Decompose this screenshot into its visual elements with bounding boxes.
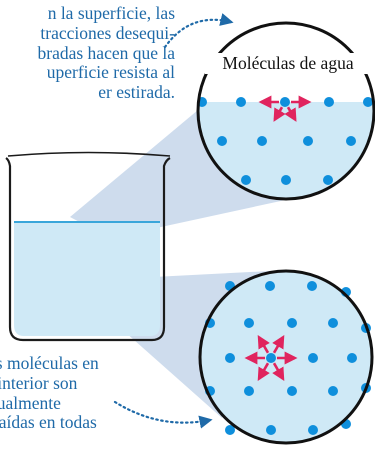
force-arrow xyxy=(273,106,286,122)
force-arrow xyxy=(272,334,285,354)
beaker xyxy=(5,151,171,342)
water-molecule xyxy=(308,353,318,363)
water-molecule xyxy=(303,136,313,146)
water-molecule xyxy=(257,136,267,146)
interior-force-arrows xyxy=(244,334,298,382)
surface-force-arrows xyxy=(258,95,312,122)
water-molecule xyxy=(308,425,318,435)
water-molecule xyxy=(265,281,275,291)
surface-caption: n la superficie, las tracciones desequi-… xyxy=(37,3,176,103)
water-molecule xyxy=(225,353,235,363)
water-molecule xyxy=(266,353,276,363)
force-arrow xyxy=(257,334,270,354)
water-molecules-label: Moléculas de agua xyxy=(205,53,371,74)
water-molecule xyxy=(266,425,276,435)
beaker-glass xyxy=(5,157,171,342)
water-molecule xyxy=(307,281,317,291)
water-molecule xyxy=(324,97,334,107)
water-molecule xyxy=(363,97,373,107)
water-molecule xyxy=(328,386,338,396)
callout-arrow-bottom xyxy=(113,400,213,429)
water-molecule xyxy=(241,175,251,185)
water-molecule xyxy=(225,425,235,435)
water-molecule xyxy=(287,386,297,396)
interior-caption: as moléculas en l interior son gualmente… xyxy=(0,353,99,433)
force-arrow xyxy=(257,362,270,382)
force-arrow xyxy=(272,362,285,382)
water-molecule xyxy=(287,318,297,328)
zoom-beam-top xyxy=(70,110,290,238)
force-arrow xyxy=(284,106,297,122)
water-molecule xyxy=(244,318,254,328)
beaker-water xyxy=(14,222,160,336)
water-molecule xyxy=(346,136,356,146)
water-molecule xyxy=(244,386,254,396)
water-molecule xyxy=(280,97,290,107)
interior-zoom-circle xyxy=(198,269,374,445)
water-molecule xyxy=(323,175,333,185)
water-molecule xyxy=(328,318,338,328)
water-molecule xyxy=(281,175,291,185)
water-molecule xyxy=(347,353,357,363)
water-molecule xyxy=(217,136,227,146)
surface-molecules xyxy=(197,97,373,185)
water-molecule xyxy=(236,97,246,107)
